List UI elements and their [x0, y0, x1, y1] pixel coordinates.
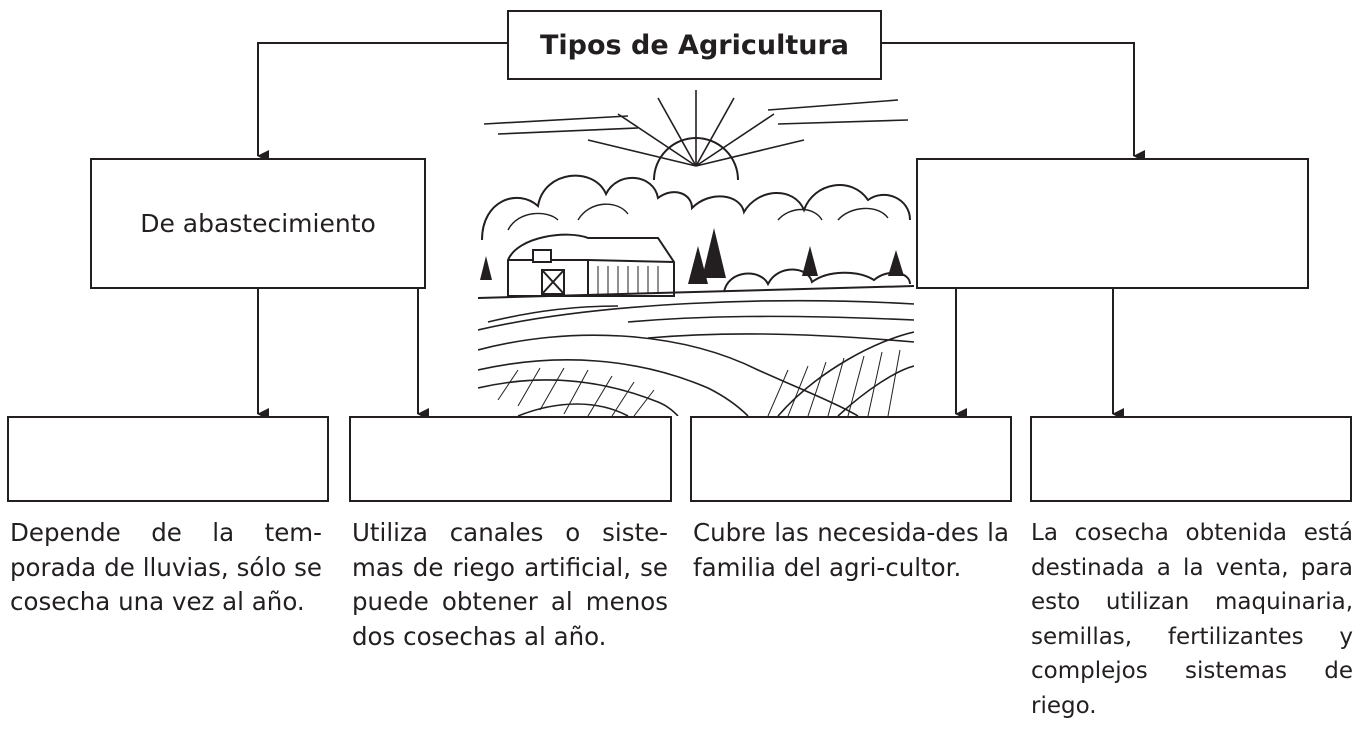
diagram-title: Tipos de Agricultura: [540, 29, 849, 61]
category-label-left: De abastecimiento: [140, 209, 376, 238]
subtype-description-3: Cubre las necesida-des la familia del ag…: [693, 518, 1009, 582]
barn: [507, 233, 675, 297]
subtype-description-4: La cosecha obtenida está destinada a la …: [1031, 520, 1353, 719]
arrow-title-to-left-category: [257, 42, 507, 162]
category-box-right: [916, 158, 1309, 289]
subtype-box-3: [690, 416, 1012, 502]
trees: [480, 228, 904, 284]
sun-rays: [483, 90, 909, 167]
clouds: [481, 174, 911, 241]
subtype-box-1: [7, 416, 329, 502]
category-box-left: De abastecimiento: [90, 158, 426, 289]
subtype-box-4: [1030, 416, 1352, 502]
arrow-title-to-right-category: [882, 42, 1145, 162]
bushes: [723, 268, 911, 293]
farm-landscape-illustration: [478, 90, 914, 416]
subtype-description-2: Utiliza canales o siste-mas de riego art…: [352, 518, 668, 651]
sun: [653, 137, 739, 181]
title-box: Tipos de Agricultura: [507, 10, 882, 80]
fields: [478, 299, 914, 416]
subtype-box-2: [349, 416, 672, 502]
subtype-description-1: Depende de la tem-porada de lluvias, sól…: [10, 518, 322, 616]
